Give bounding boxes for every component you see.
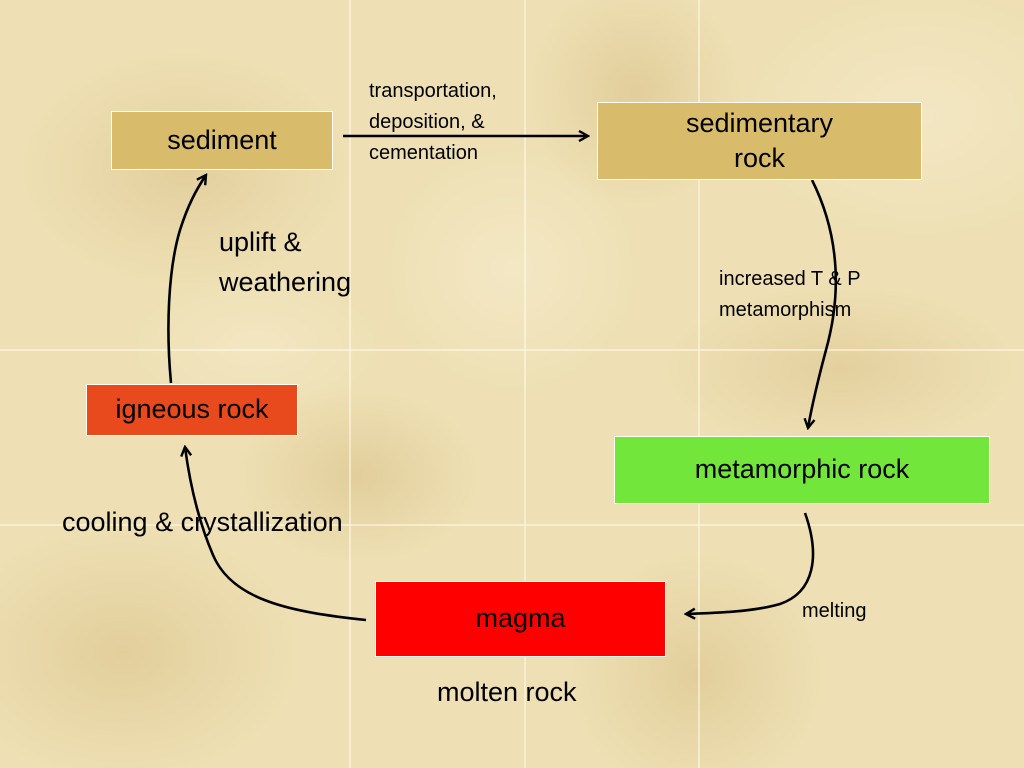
sediment-box: sediment <box>111 111 333 170</box>
igneous-rock-label: igneous rock <box>115 394 269 425</box>
sedimentary-rock-box: sedimentary rock <box>597 102 922 180</box>
edge-label-line: deposition, & <box>369 111 485 133</box>
sedimentary-rock-label-line-2: rock <box>733 143 785 173</box>
metamorphism-label: increased T & P metamorphism <box>719 264 861 326</box>
igneous-rock-box: igneous rock <box>86 384 298 436</box>
magma-box: magma <box>375 581 666 657</box>
uplift-weathering-label: uplift & weathering <box>219 222 351 302</box>
edge-label-line: transportation, <box>369 80 497 102</box>
arrow-igneous-to-sediment <box>167 175 206 384</box>
edge-label-line: metamorphism <box>719 299 852 321</box>
metamorphic-rock-label: metamorphic rock <box>694 454 910 485</box>
sediment-label: sediment <box>167 124 277 155</box>
edge-label-line: cooling & crystallization <box>62 507 343 537</box>
edge-label-line: melting <box>802 600 867 622</box>
arrow-sedimentary-to-metamorphic <box>808 179 838 428</box>
edge-label-line: weathering <box>219 267 352 297</box>
melting-label: melting <box>802 597 866 625</box>
magma-label: magma <box>475 603 566 634</box>
cooling-crystallization-label: cooling & crystallization <box>62 504 343 540</box>
molten-rock-caption-text: molten rock <box>437 677 577 707</box>
metamorphic-rock-box: metamorphic rock <box>614 436 990 504</box>
arrow-magma-to-igneous <box>185 447 367 622</box>
edge-label-line: cementation <box>369 142 478 164</box>
arrow-metamorphic-to-magma <box>686 512 815 614</box>
transport-deposition-cementation-label: transportation, deposition, & cementatio… <box>369 76 497 169</box>
sedimentary-rock-label-line-1: sedimentary <box>685 107 834 138</box>
molten-rock-caption: molten rock <box>437 674 577 710</box>
edge-label-line: uplift & <box>219 227 302 257</box>
edge-label-line: increased T & P <box>719 268 861 290</box>
